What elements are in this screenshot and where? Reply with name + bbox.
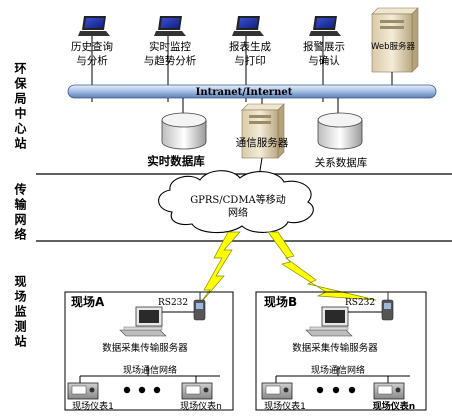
bus-label: Intranet/Internet <box>196 87 293 98</box>
site-b-instrument-first: 现场仪表1 <box>264 400 306 412</box>
workstation-report-line1: 报表生成 <box>229 40 271 53</box>
workstation-history <box>78 16 110 102</box>
site-a-instrument-first: 现场仪表1 <box>72 400 114 412</box>
instrument-icon <box>373 382 405 400</box>
ellipsis-dots <box>316 386 356 394</box>
site-b: 现场B RS232 数据采集传输服务器 现场通信网络 <box>255 291 427 412</box>
site-b-frame <box>255 291 427 411</box>
web-server-label: Web服务器 <box>371 41 416 52</box>
site-a: 现场A RS232 数据采集传输服务器 现场通信网络 <box>64 291 234 412</box>
comm-server-label: 通信服务器 <box>236 136 289 149</box>
realtime-db-label: 实时数据库 <box>147 154 205 168</box>
workstation-history-line1: 历史查询 <box>71 40 113 53</box>
mobile-network-cloud: GPRS/CDMA等移动 网络 <box>158 170 314 234</box>
site-a-rs232: RS232 <box>158 298 188 308</box>
laptop-icon <box>232 16 264 36</box>
wireless-link-a <box>197 231 241 307</box>
section-label-center: 环保局中心站 <box>13 62 27 152</box>
site-b-instrument-last: 现场仪表n <box>373 400 415 412</box>
instrument-icon <box>181 382 213 400</box>
ellipsis-dots <box>123 386 161 394</box>
database-icon <box>161 112 207 150</box>
database-icon <box>317 112 363 150</box>
workstation-realtime-line2: 与趋势分析 <box>144 54 197 67</box>
laptop-icon <box>154 16 186 36</box>
realtime-database: 实时数据库 <box>147 112 207 168</box>
instrument-icon <box>67 382 99 400</box>
section-label-transport: 传输网络 <box>13 182 27 243</box>
wireless-link-b <box>267 231 377 301</box>
pc-icon <box>119 306 167 337</box>
workstation-report <box>232 16 264 102</box>
comm-server: 通信服务器 <box>236 103 289 159</box>
site-b-title: 现场B <box>264 295 297 309</box>
relational-database: 关系数据库 <box>315 112 368 169</box>
site-a-instrument-last: 现场仪表n <box>180 400 222 412</box>
lightning-icon <box>197 231 241 307</box>
instrument-icon <box>261 382 293 400</box>
section-label-field: 现场监测站 <box>13 275 27 350</box>
web-server: Web服务器 <box>371 7 419 86</box>
laptop-icon <box>309 16 341 36</box>
workstation-alarm <box>309 16 341 102</box>
site-a-title: 现场A <box>71 295 105 309</box>
mobile-modem-icon <box>193 292 206 321</box>
site-a-network-label: 现场通信网络 <box>123 364 177 376</box>
network-cloud-label-line2: 网络 <box>228 206 248 219</box>
site-b-rs232: RS232 <box>345 298 375 308</box>
network-cloud-label-line1: GPRS/CDMA等移动 <box>190 193 286 206</box>
workstation-history-line2: 与分析 <box>76 54 108 67</box>
site-b-server-label: 数据采集传输服务器 <box>292 342 378 354</box>
pc-icon <box>305 306 353 337</box>
server-tower-icon <box>241 103 285 159</box>
workstation-report-line2: 与打印 <box>234 54 266 67</box>
site-a-frame <box>64 291 234 411</box>
workstation-alarm-line1: 报警展示 <box>303 40 345 53</box>
site-a-server-label: 数据采集传输服务器 <box>102 342 188 354</box>
site-b-network-label: 现场通信网络 <box>311 364 365 376</box>
relational-db-label: 关系数据库 <box>315 156 368 169</box>
workstation-realtime-line1: 实时监控 <box>149 40 191 53</box>
server-tower-icon <box>371 7 419 73</box>
mobile-modem-icon <box>381 292 394 321</box>
laptop-icon <box>78 16 110 36</box>
intranet-bus: Intranet/Internet <box>67 84 437 99</box>
cloud-icon <box>158 170 314 234</box>
lightning-icon <box>267 231 377 301</box>
workstation-alarm-line2: 与确认 <box>308 54 340 67</box>
